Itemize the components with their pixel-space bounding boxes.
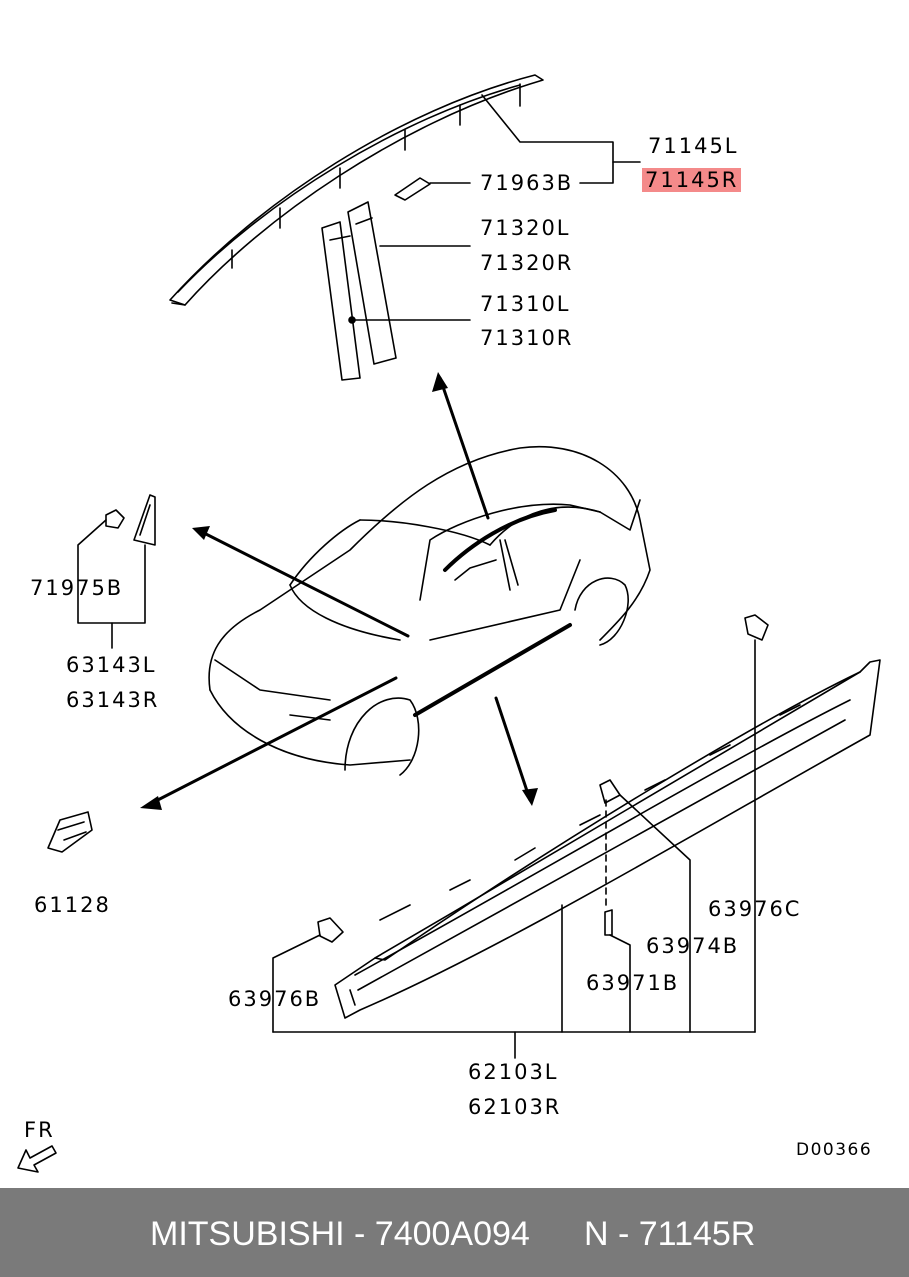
label-71145L: 71145L: [648, 134, 739, 158]
car-trim-highlights: [413, 508, 572, 717]
footer-brand-part-number: MITSUBISHI - 7400A094: [150, 1215, 530, 1253]
car-outline: [208, 446, 651, 776]
label-63143L: 63143L: [66, 653, 157, 677]
side-lamp-part: [47, 811, 93, 853]
callout-arrows: [146, 376, 532, 807]
label-71145R-highlighted: 71145R: [642, 168, 742, 192]
pillar-garnish-part: [321, 201, 471, 381]
drawing-code: D00366: [796, 1140, 873, 1160]
label-63976C: 63976C: [708, 897, 802, 921]
label-63143R: 63143R: [66, 688, 160, 712]
label-62103R: 62103R: [468, 1095, 562, 1119]
front-direction-label: FR: [24, 1118, 55, 1142]
clip-71963B-part: [394, 177, 471, 201]
label-62103L: 62103L: [468, 1060, 559, 1084]
label-63974B: 63974B: [646, 934, 740, 958]
label-71975B: 71975B: [30, 576, 124, 600]
label-71320L: 71320L: [480, 216, 571, 240]
parts-diagram: 71145L 71145R 71963B 71320L 71320R 71310…: [17, 74, 881, 1173]
label-63976B: 63976B: [228, 987, 322, 1011]
label-71320R: 71320R: [480, 251, 574, 275]
label-63971B: 63971B: [586, 971, 680, 995]
fender-garnish-part: [77, 494, 156, 649]
roof-moulding-part: [169, 74, 544, 306]
label-61128: 61128: [34, 893, 111, 917]
side-sill-part: [334, 659, 881, 1019]
label-71310L: 71310L: [480, 292, 571, 316]
label-71310R: 71310R: [480, 326, 574, 350]
footer-reference-number: N - 71145R: [584, 1215, 756, 1253]
front-direction-arrow-icon: [17, 1145, 57, 1173]
footer-bar: MITSUBISHI - 7400A094 N - 71145R: [0, 1188, 909, 1277]
label-71963B: 71963B: [480, 171, 574, 195]
diagram-lines: [17, 74, 881, 1173]
leader-71145: [481, 94, 614, 184]
sill-clips: [272, 614, 769, 1059]
